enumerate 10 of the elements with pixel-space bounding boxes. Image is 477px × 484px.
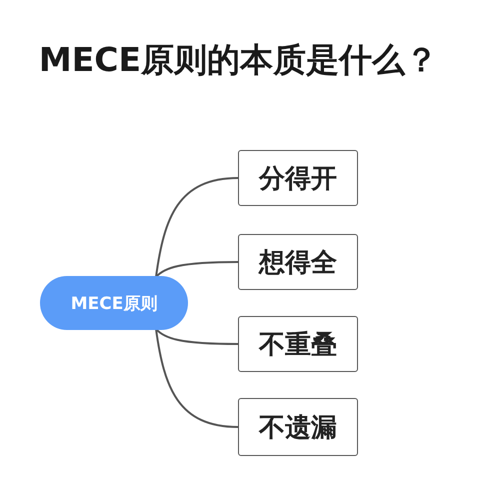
title: MECE原则的本质是什么？ (38, 39, 440, 81)
connector (155, 177, 238, 278)
branch-box: 分得开 (238, 150, 358, 206)
branch-box: 不遗漏 (238, 398, 358, 456)
connector (155, 328, 238, 345)
topic-pill: MECE原则 (40, 276, 188, 330)
branch-box: 想得全 (238, 234, 358, 290)
connector (155, 261, 238, 278)
connector (155, 328, 238, 428)
branch-box: 不重叠 (238, 316, 358, 372)
